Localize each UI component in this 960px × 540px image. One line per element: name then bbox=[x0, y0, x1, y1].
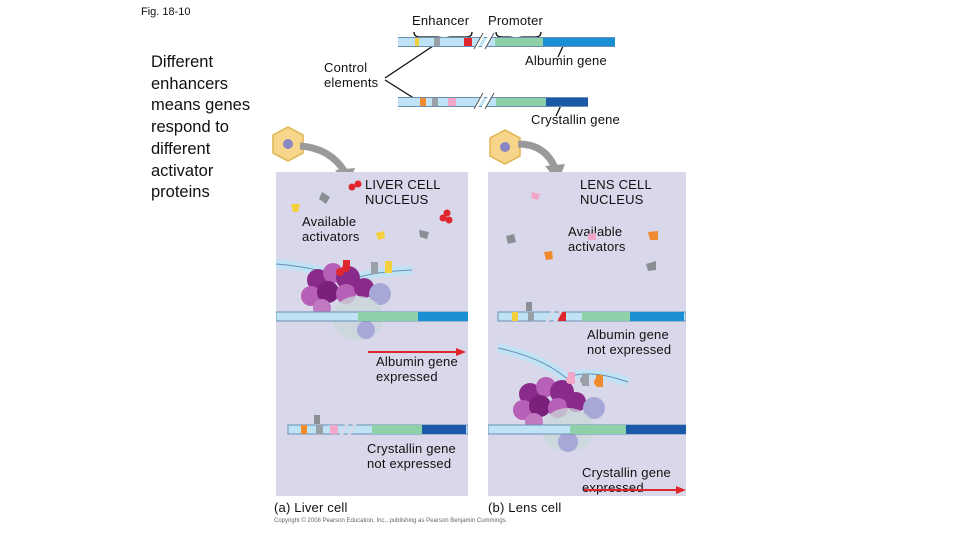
liver-available-activators-label: Available activators bbox=[302, 214, 360, 244]
albumin-gene bbox=[543, 38, 615, 46]
albumin-gene-label: Albumin gene bbox=[525, 53, 607, 68]
liver-panel-graphics bbox=[276, 180, 468, 438]
lens-albumin-status: Albumin gene not expressed bbox=[587, 327, 672, 357]
control-element bbox=[415, 38, 419, 46]
lens-panel-graphics bbox=[488, 192, 686, 494]
control-element bbox=[434, 38, 440, 46]
liver-crystallin-status: Crystallin gene not expressed bbox=[367, 441, 456, 471]
liver-albumin-status: Albumin gene expressed bbox=[376, 354, 458, 384]
figure-label: Fig. 18-10 bbox=[141, 6, 191, 18]
albumin-promoter-gene bbox=[495, 38, 543, 46]
lens-available-activators-label: Available activators bbox=[568, 224, 626, 254]
control-elements-label: Control elements bbox=[324, 60, 379, 90]
crystallin-gene bbox=[546, 98, 588, 106]
control-element bbox=[464, 38, 472, 46]
crystallin-gene-label: Crystallin gene bbox=[531, 112, 620, 127]
lens-nucleus-label: LENS CELL NUCLEUS bbox=[580, 177, 652, 207]
side-caption: Different enhancers means genes respond … bbox=[151, 53, 251, 202]
control-element bbox=[432, 98, 438, 106]
activator-icon bbox=[291, 180, 453, 240]
lens-cell-caption: (b) Lens cell bbox=[488, 500, 562, 515]
transcription-complex bbox=[513, 376, 605, 452]
copyright-notice: Copyright © 2008 Pearson Education, Inc.… bbox=[274, 518, 508, 524]
dna-albumin-top bbox=[398, 37, 615, 47]
liver-nucleus-label: LIVER CELL NUCLEUS bbox=[365, 177, 441, 207]
liver-cell-caption: (a) Liver cell bbox=[274, 500, 348, 515]
enhancer-label: Enhancer bbox=[412, 13, 470, 28]
control-element bbox=[420, 98, 426, 106]
promoter-label: Promoter bbox=[488, 13, 544, 28]
dna-crystallin-top bbox=[398, 97, 588, 107]
lens-crystallin-status: Crystallin gene expressed bbox=[582, 465, 671, 495]
activator-icon bbox=[506, 192, 658, 271]
control-element bbox=[448, 98, 456, 106]
crystallin-promoter-gene bbox=[496, 98, 546, 106]
